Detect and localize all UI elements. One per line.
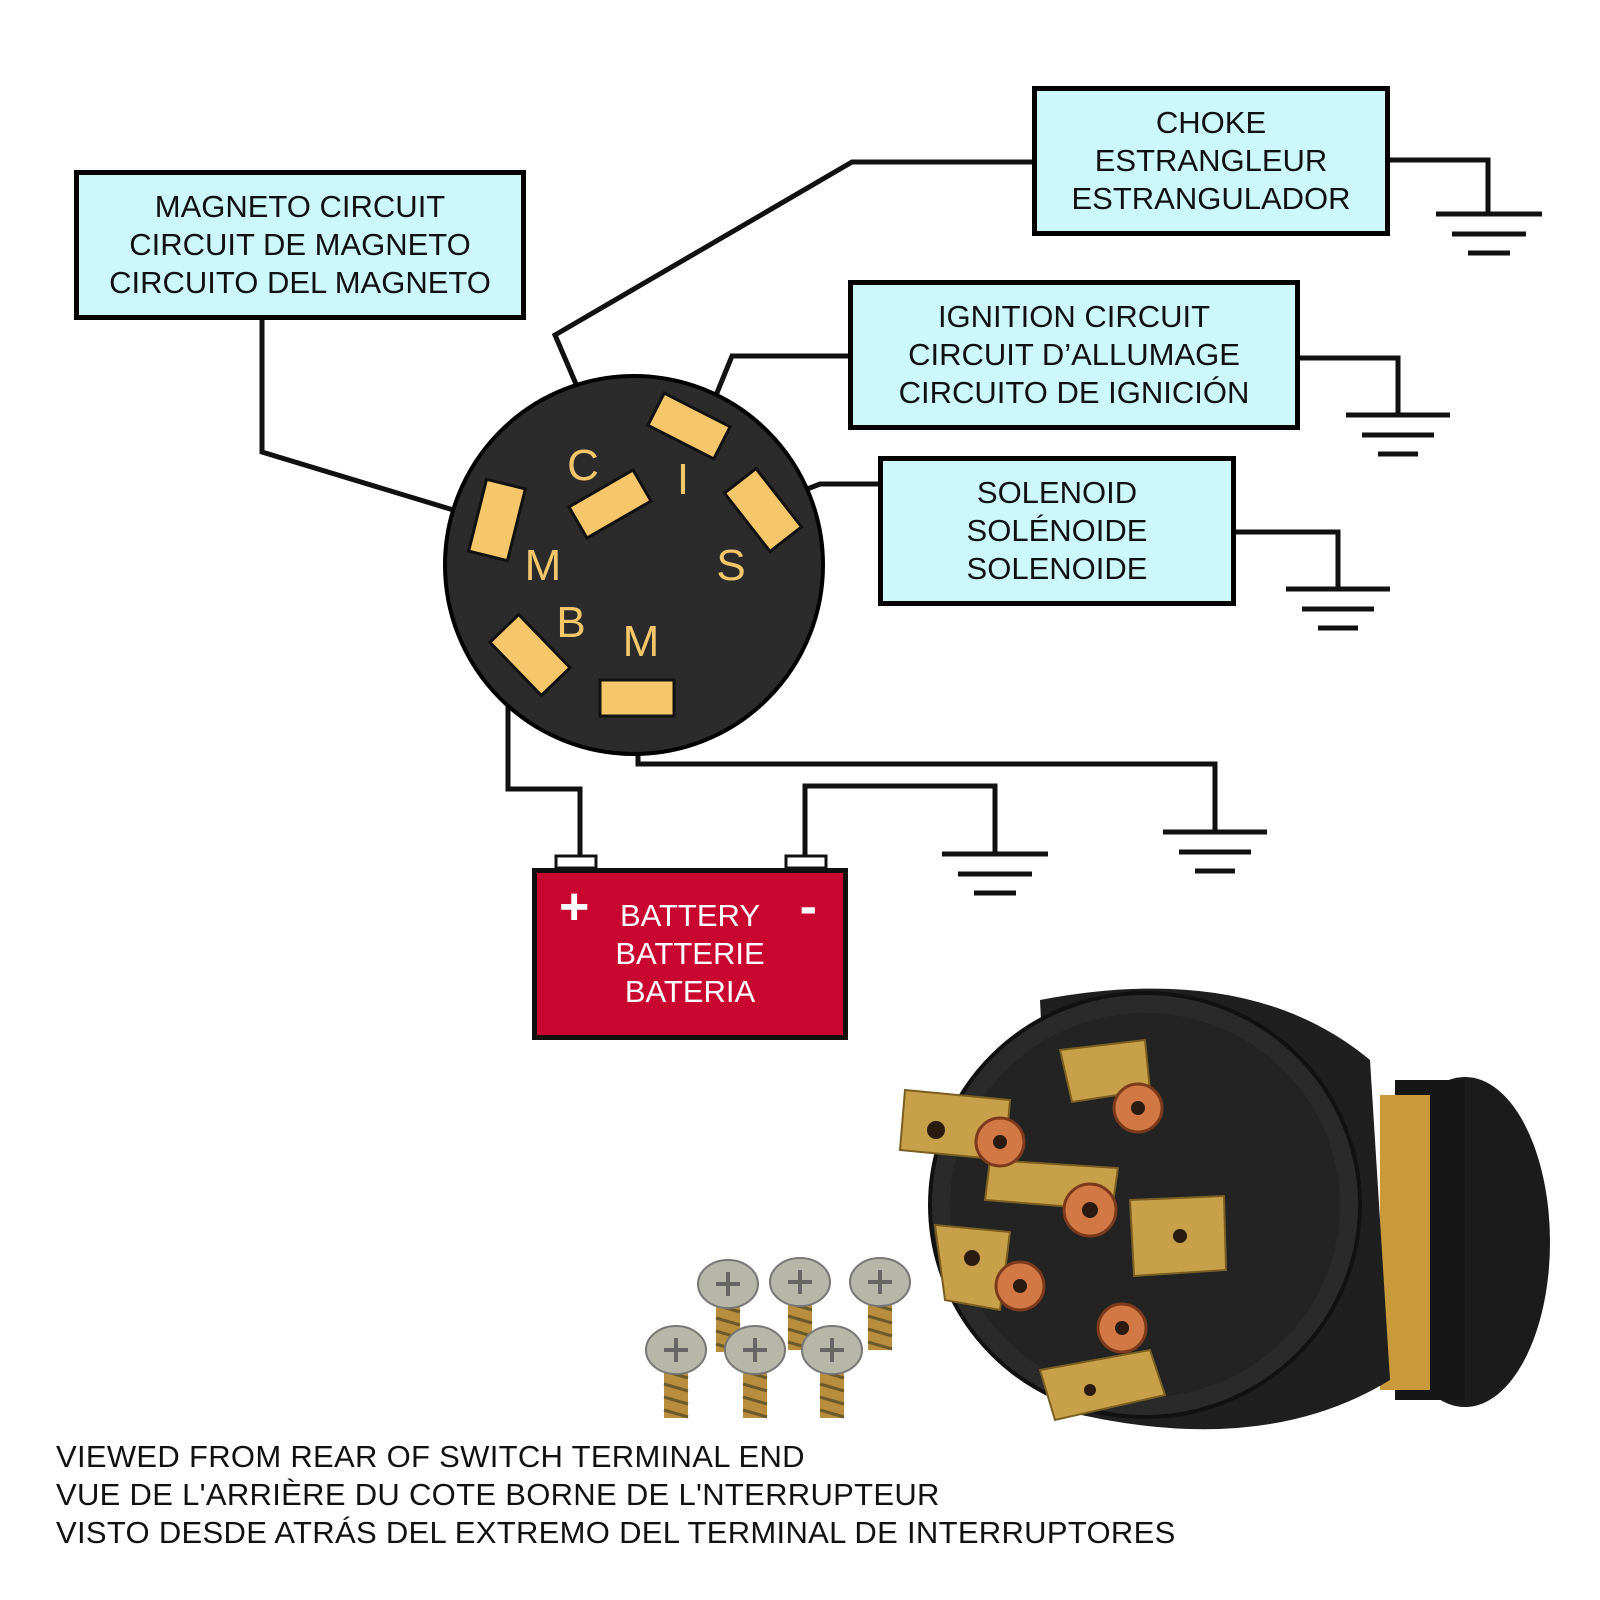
wire-battery-positive: [505, 662, 583, 858]
ground-symbol-m: [1163, 829, 1267, 874]
letter-i: I: [677, 455, 689, 504]
terminals: [466, 391, 804, 718]
letter-m-bottom: M: [623, 617, 660, 666]
view-caption: VIEWED FROM REAR OF SWITCH TERMINAL END …: [56, 1438, 1176, 1552]
solenoid-label-es: SOLENOIDE: [966, 551, 1148, 586]
ignition-circuit-box: IGNITION CIRCUIT CIRCUIT D’ALLUMAGE CIRC…: [848, 280, 1300, 430]
caption-es: VISTO DESDE ATRÁS DEL EXTREMO DEL TERMIN…: [56, 1515, 1176, 1550]
caption-en: VIEWED FROM REAR OF SWITCH TERMINAL END: [56, 1439, 805, 1474]
terminal-s: [722, 466, 804, 554]
ignition-label-fr: CIRCUIT D’ALLUMAGE: [908, 337, 1240, 372]
choke-label-es: ESTRANGULADOR: [1071, 181, 1351, 216]
battery-plus-sign: +: [559, 878, 590, 936]
battery-label-fr: BATTERIE: [615, 936, 765, 971]
wire-magneto: [259, 320, 461, 515]
ground-symbol-ignition: [1346, 412, 1450, 457]
battery-minus-sign: -: [799, 878, 817, 936]
magneto-label-es: CIRCUITO DEL MAGNETO: [109, 265, 491, 300]
ignition-label-en: IGNITION CIRCUIT: [937, 299, 1211, 334]
magneto-label-en: MAGNETO CIRCUIT: [154, 189, 446, 224]
choke-label-en: CHOKE: [1155, 105, 1267, 140]
battery-label-es: BATERIA: [624, 974, 756, 1009]
terminal-m-left: [466, 477, 528, 563]
letter-s: S: [716, 541, 745, 590]
letter-b: B: [556, 598, 585, 647]
terminal-m-bottom: [598, 678, 676, 718]
ignition-label-es: CIRCUITO DE IGNICIÓN: [898, 375, 1250, 410]
ground-symbol-solenoid: [1286, 586, 1390, 631]
terminal-i: [645, 391, 733, 461]
caption-fr: VUE DE L'ARRIÈRE DU COTE BORNE DE L'NTER…: [56, 1477, 940, 1512]
battery-post-positive: [554, 854, 598, 870]
magneto-label-fr: CIRCUIT DE MAGNETO: [129, 227, 471, 262]
battery-post-negative: [784, 854, 828, 870]
letter-c: C: [567, 441, 599, 490]
terminal-c: [566, 467, 654, 541]
choke-label-fr: ESTRANGLEUR: [1094, 143, 1328, 178]
terminal-b: [487, 612, 573, 698]
solenoid-label-en: SOLENOID: [976, 475, 1138, 510]
choke-box: CHOKE ESTRANGLEUR ESTRANGULADOR: [1032, 86, 1390, 236]
solenoid-box: SOLENOID SOLÉNOIDE SOLENOIDE: [878, 456, 1236, 606]
wire-solenoid-ground: [1234, 529, 1341, 587]
letter-m-left: M: [525, 541, 562, 590]
ground-symbol-battery: [942, 851, 1048, 896]
solenoid-label-fr: SOLÉNOIDE: [966, 513, 1148, 548]
battery-box: + - BATTERY BATTERIE BATERIA: [532, 868, 848, 1040]
wire-ignition-ground: [1300, 355, 1401, 413]
wire-choke-ground: [1390, 157, 1491, 212]
switch-product-image: [645, 988, 1550, 1430]
ground-symbol-choke: [1436, 211, 1542, 256]
magneto-circuit-box: MAGNETO CIRCUIT CIRCUIT DE MAGNETO CIRCU…: [74, 170, 526, 320]
ground-symbols: [942, 211, 1542, 896]
wire-battery-negative: [802, 783, 998, 858]
screws: [645, 1257, 911, 1419]
terminal-letters: C I S M B M: [525, 441, 746, 666]
battery-label-en: BATTERY: [619, 898, 761, 933]
wire-ignition: [707, 353, 852, 411]
wire-m-bottom: [635, 720, 1218, 830]
